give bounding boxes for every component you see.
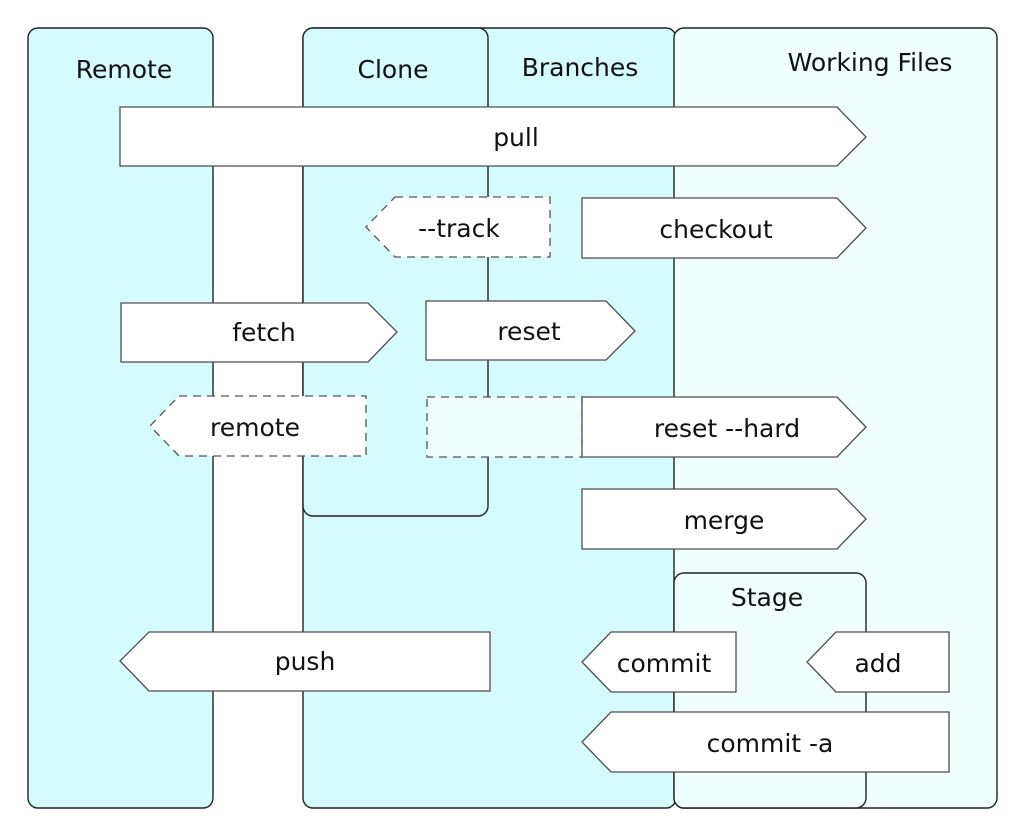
arrow-label-fetch: fetch xyxy=(232,318,296,347)
arrow-push: push xyxy=(119,631,491,692)
arrow-checkout: checkout xyxy=(581,197,867,259)
arrow-label-push: push xyxy=(275,647,336,676)
arrow-merge: merge xyxy=(581,488,867,550)
arrow-label-pull: pull xyxy=(493,123,539,152)
arrow-reset-hard-extension xyxy=(426,396,583,458)
arrow-add: add xyxy=(806,631,950,693)
column-title-clone: Clone xyxy=(358,55,429,84)
arrow-label-track: --track xyxy=(418,214,500,243)
arrow-label-commit-a: commit -a xyxy=(707,729,834,758)
arrow-label-reset-hard: reset --hard xyxy=(654,414,800,443)
arrow-pull: pull xyxy=(119,106,867,167)
column-title-remote: Remote xyxy=(76,55,172,84)
arrow-label-commit: commit xyxy=(617,649,712,678)
arrow-label-checkout: checkout xyxy=(659,215,772,244)
arrow-commit-a: commit -a xyxy=(581,711,950,773)
arrow-commit: commit xyxy=(581,631,737,693)
column-title-stage: Stage xyxy=(731,583,803,612)
arrow-reset: reset xyxy=(425,300,636,361)
column-title-working-files: Working Files xyxy=(788,48,953,77)
arrow-label-add: add xyxy=(854,649,901,678)
arrow-label-reset: reset xyxy=(497,317,561,346)
column-title-branches: Branches xyxy=(522,53,639,82)
arrow-fetch: fetch xyxy=(120,302,398,363)
arrow-label-merge: merge xyxy=(684,506,765,535)
arrow-track: --track xyxy=(365,196,551,258)
arrow-reset-hard: reset --hard xyxy=(581,396,867,458)
arrow-label-remote: remote xyxy=(210,413,300,442)
arrow-remote: remote xyxy=(149,395,367,457)
